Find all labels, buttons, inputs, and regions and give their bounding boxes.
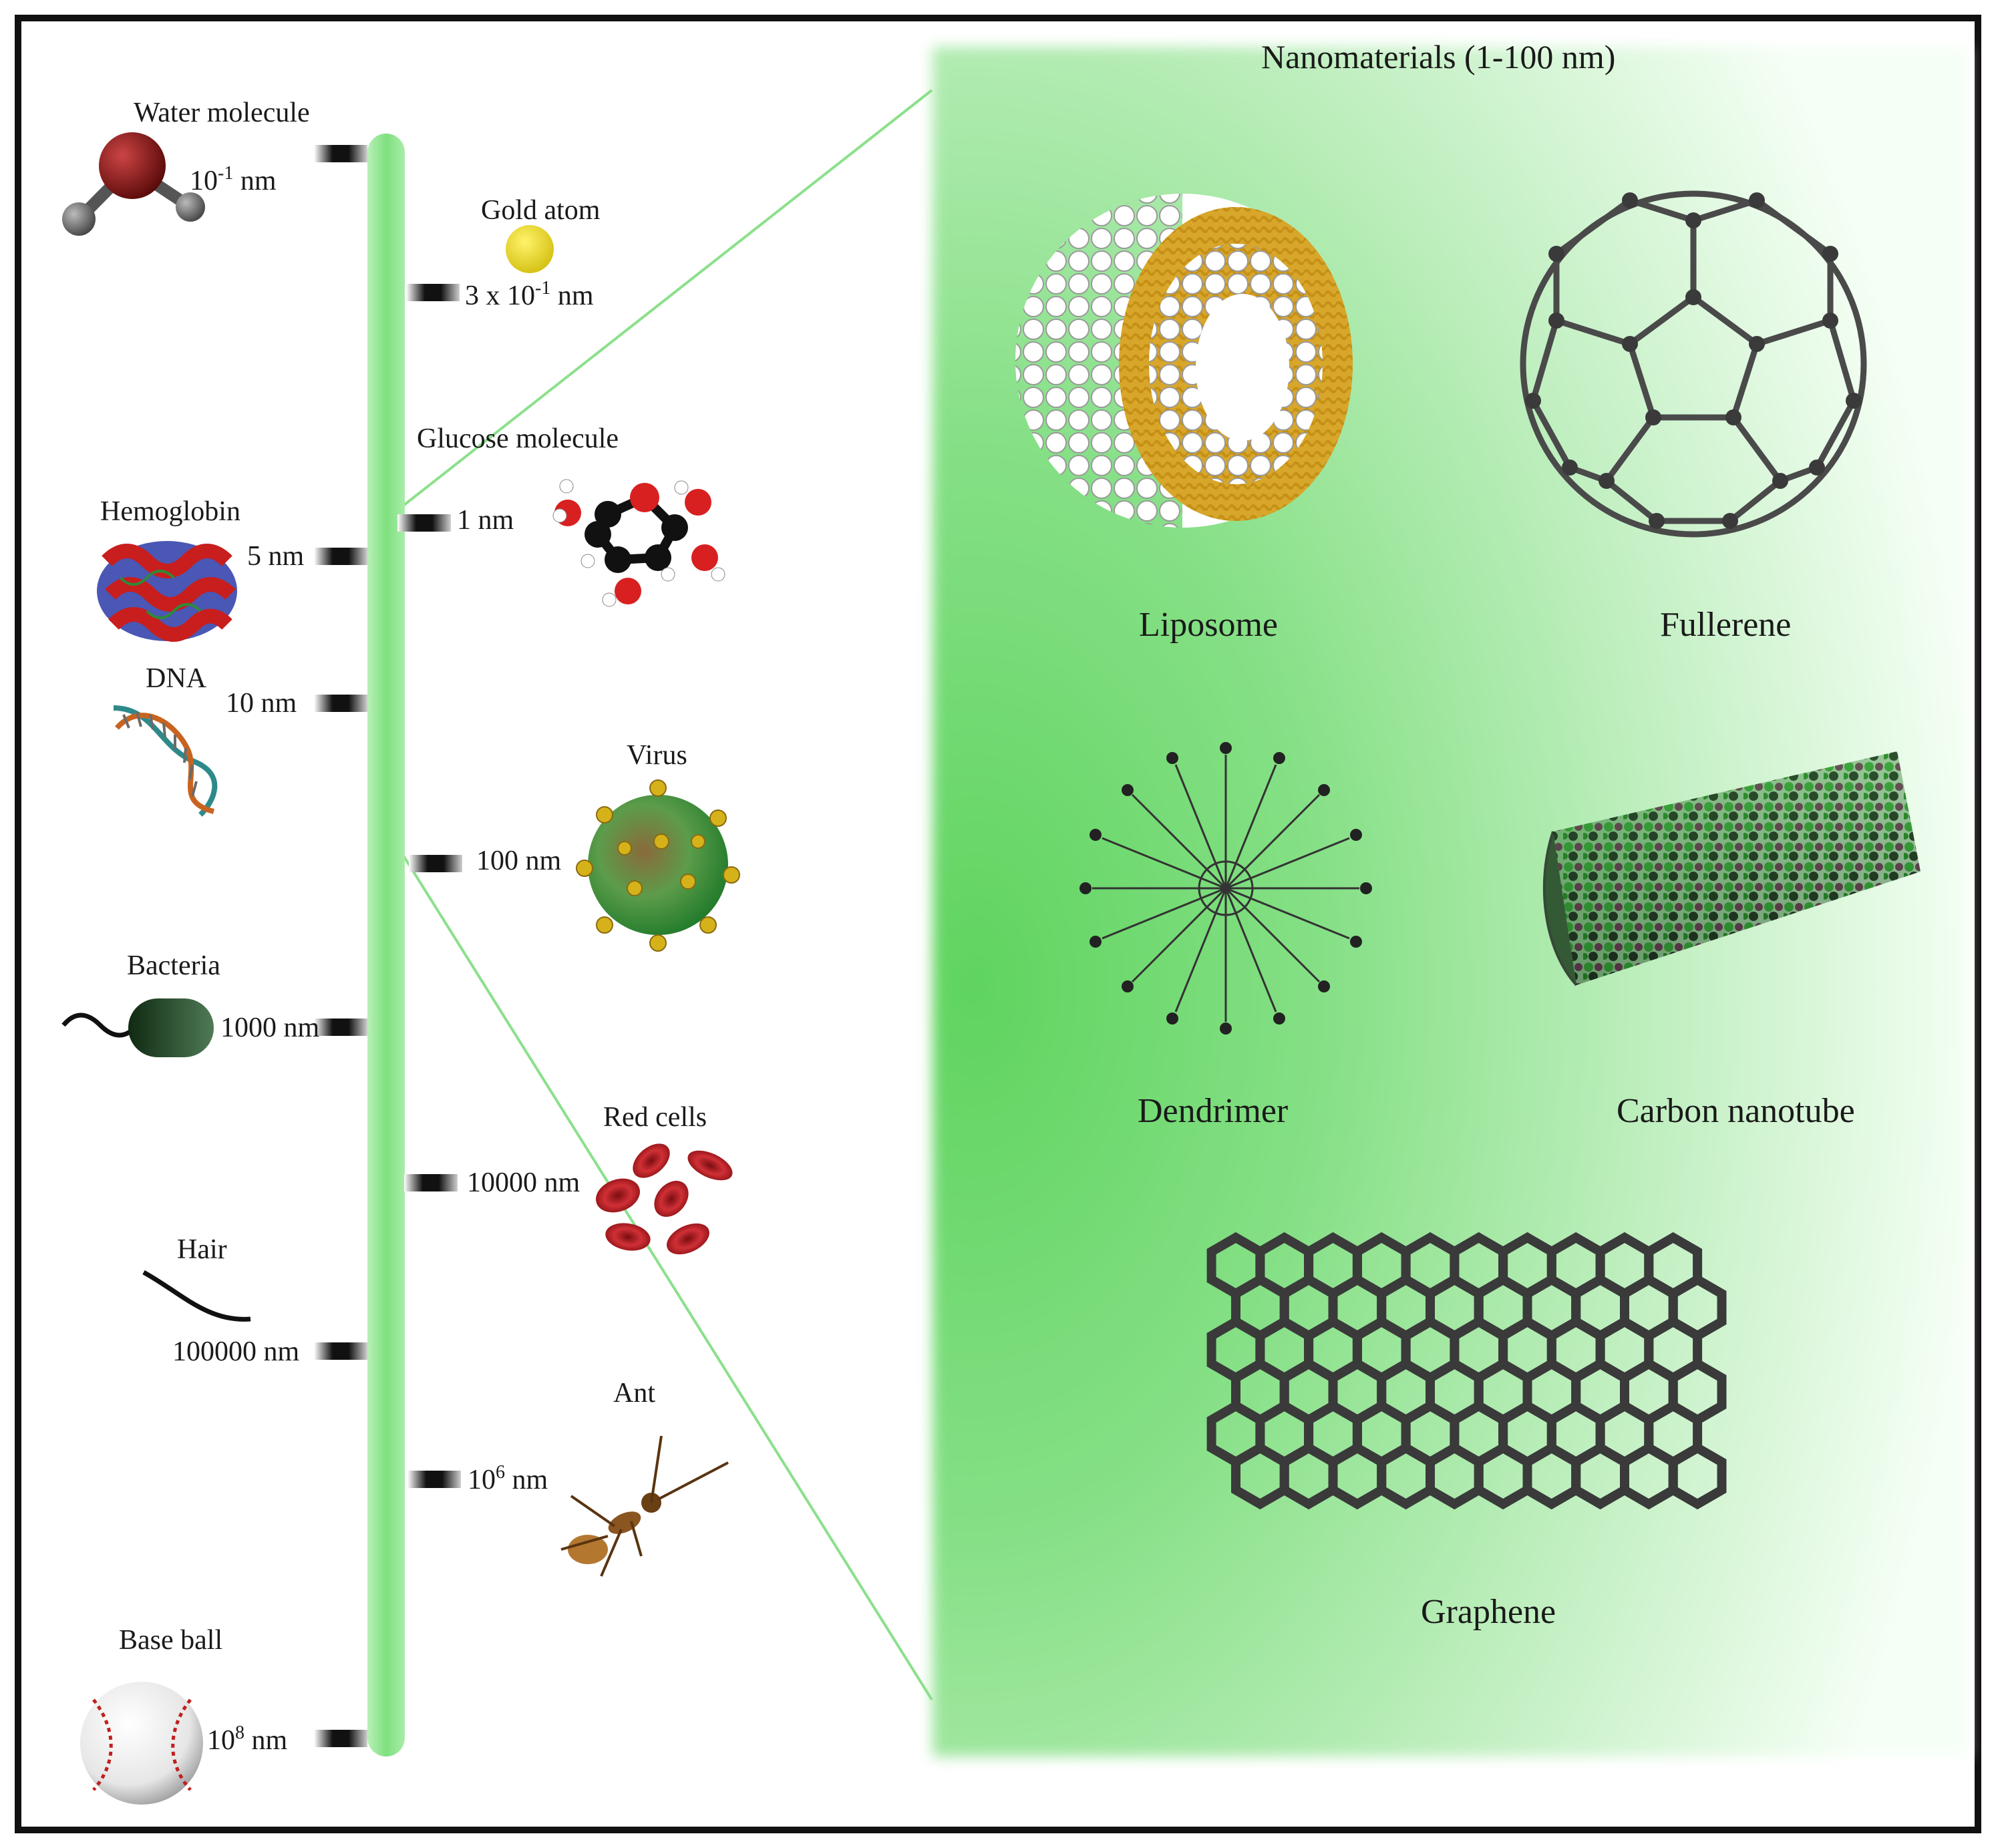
value-glucose-molecule: 1 nm (457, 505, 514, 536)
tick-baseball (314, 1730, 367, 1747)
hemoglobin-image (97, 541, 237, 642)
tick-redcells (404, 1174, 458, 1191)
tick-virus (409, 855, 462, 872)
label-gold-atom: Gold atom (481, 195, 601, 226)
label-hemoglobin: Hemoglobin (100, 496, 240, 527)
dendrimer-image (1079, 742, 1372, 1035)
water-molecule-image (62, 132, 205, 236)
label-water-molecule: Water molecule (134, 98, 310, 128)
liposome-image (1015, 194, 1353, 528)
label-dna: DNA (146, 663, 206, 694)
label-bacteria: Bacteria (127, 950, 220, 981)
label-glucose-molecule: Glucose molecule (417, 423, 619, 454)
zoom-line-bottom (399, 850, 933, 1701)
fullerene-image (1520, 190, 1867, 538)
label-base-ball: Base ball (119, 1625, 223, 1656)
tick-gold (406, 284, 460, 301)
graphene-hex (1668, 1442, 1727, 1510)
baseball-image (80, 1682, 203, 1805)
hair-image (142, 1270, 251, 1322)
value-gold-atom: 3 x 10-1 nm (465, 278, 594, 311)
label-hair: Hair (177, 1234, 227, 1265)
ant-image (560, 1435, 729, 1577)
value-base-ball: 108 nm (207, 1722, 288, 1756)
value-hair: 100000 nm (172, 1336, 300, 1367)
red-cells-image (596, 1143, 733, 1255)
tick-ant (407, 1471, 461, 1488)
tick-dna (314, 695, 367, 712)
label-dendrimer: Dendrimer (1138, 1092, 1289, 1130)
value-ant: 106 nm (468, 1462, 548, 1495)
value-water-molecule: 10-1 nm (190, 163, 277, 196)
value-red-cells: 10000 nm (467, 1167, 580, 1198)
tick-hair (314, 1342, 367, 1360)
graphene-image (1206, 1232, 1727, 1510)
virus-image (576, 779, 740, 952)
gold-atom-image (506, 225, 554, 273)
zoom-line-top (399, 89, 933, 509)
tick-hemoglobin (314, 548, 367, 565)
label-carbon-nanotube: Carbon nanotube (1617, 1092, 1855, 1130)
tick-bacteria (314, 1019, 367, 1036)
value-virus: 100 nm (476, 846, 562, 876)
tick-glucose (397, 514, 451, 532)
dna-image (113, 705, 218, 817)
label-graphene: Graphene (1421, 1593, 1556, 1631)
tick-water (314, 145, 367, 162)
label-liposome: Liposome (1139, 606, 1278, 644)
glucose-molecule-image (552, 479, 725, 607)
label-virus: Virus (627, 740, 687, 771)
scale-axis (367, 134, 405, 1757)
bacteria-image (61, 998, 214, 1057)
value-bacteria: 1000 nm (220, 1012, 320, 1043)
label-ant: Ant (613, 1378, 655, 1409)
label-red-cells: Red cells (603, 1102, 707, 1133)
value-dna: 10 nm (226, 688, 297, 719)
panel-title: Nanomaterials (1-100 nm) (1261, 38, 1616, 75)
carbon-nanotube-image (1542, 751, 1920, 986)
value-hemoglobin: 5 nm (247, 541, 305, 572)
label-fullerene: Fullerene (1660, 606, 1792, 644)
